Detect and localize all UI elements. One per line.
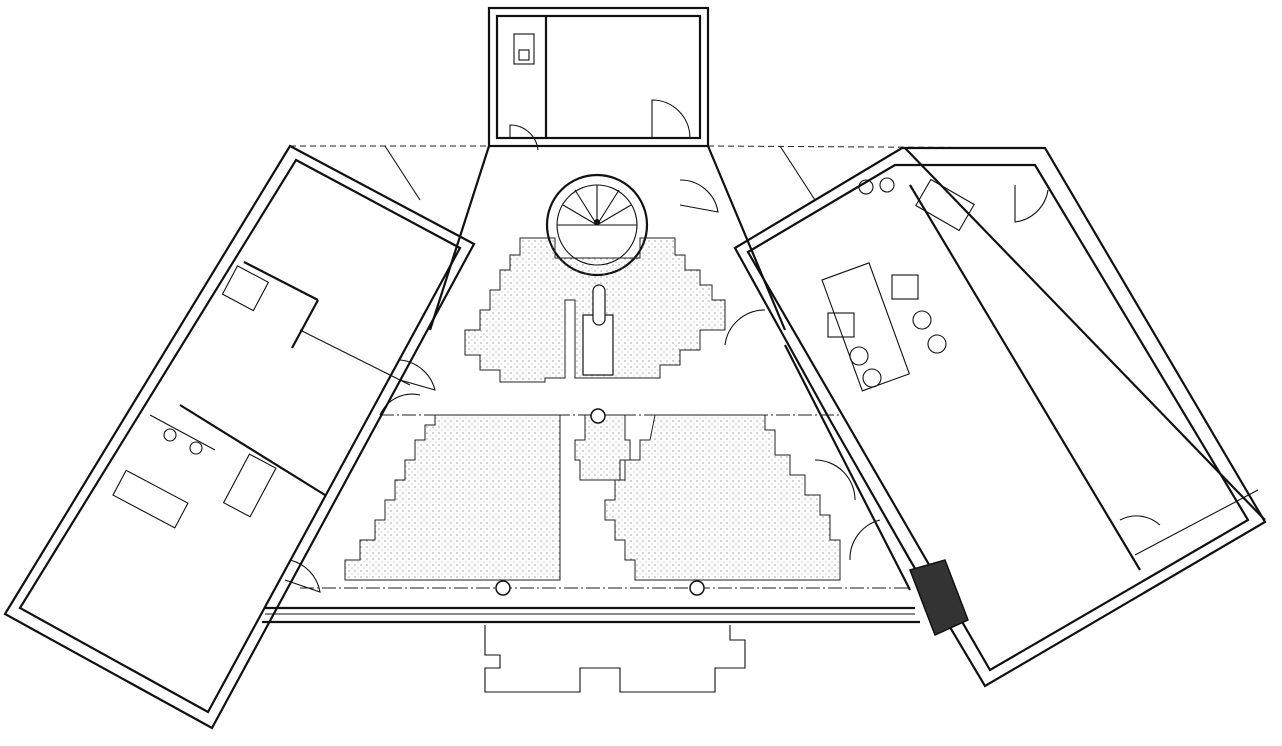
left-wing bbox=[3, 144, 476, 730]
top-annex bbox=[487, 6, 710, 151]
stepped-floor-areas bbox=[344, 237, 841, 693]
right-wing bbox=[679, 146, 1267, 688]
